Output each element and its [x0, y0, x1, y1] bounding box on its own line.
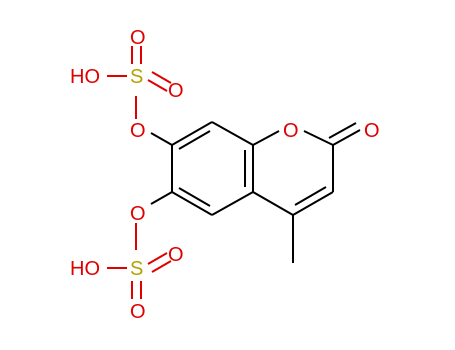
atom-labels: HO S O O O O O O HO S O O — [70, 27, 380, 323]
bond-c2-o-carbonyl — [332, 129, 361, 146]
bond-s-o-br-2 — [151, 260, 172, 273]
bond-s-o-br — [147, 252, 168, 265]
atom-o-carbonyl: O — [364, 120, 380, 142]
atom-ho-bottom: HO — [70, 258, 100, 280]
atom-s-top: S — [130, 66, 143, 88]
bond-c2-o-carbonyl-2 — [328, 122, 357, 139]
atom-o-ring: O — [283, 120, 299, 142]
bond-o1-c2 — [303, 130, 334, 146]
bonds — [107, 46, 361, 299]
bond-c3-c4 — [292, 191, 334, 216]
atom-o-bottom-down: O — [130, 301, 146, 323]
bond-c6-c5-inner — [178, 187, 211, 207]
bond-c4-c4a — [252, 191, 294, 216]
atom-o-top-up: O — [130, 27, 146, 49]
atom-s-bottom: S — [130, 258, 143, 280]
atom-o-top-right: O — [168, 80, 184, 102]
bond-c8-c7 — [171, 121, 213, 146]
bond-c7-olink — [150, 132, 173, 146]
atom-o-link-top: O — [130, 120, 146, 142]
bond-c6-olink — [150, 191, 173, 205]
bond-c8a-o1 — [252, 130, 280, 146]
bond-c8a-c8 — [211, 121, 254, 146]
bond-s-o-right-2 — [151, 71, 172, 84]
bond-c5-c4a — [211, 191, 254, 216]
bond-c6-c5 — [171, 191, 213, 216]
bond-s-o-right — [147, 79, 168, 92]
atom-o-link-bottom: O — [130, 203, 146, 225]
bond-c3-c4-inner — [294, 186, 327, 206]
atom-ho-top: HO — [70, 66, 100, 88]
bond-c8-c7-inner — [178, 130, 211, 150]
atom-o-bottom-right: O — [168, 244, 184, 266]
